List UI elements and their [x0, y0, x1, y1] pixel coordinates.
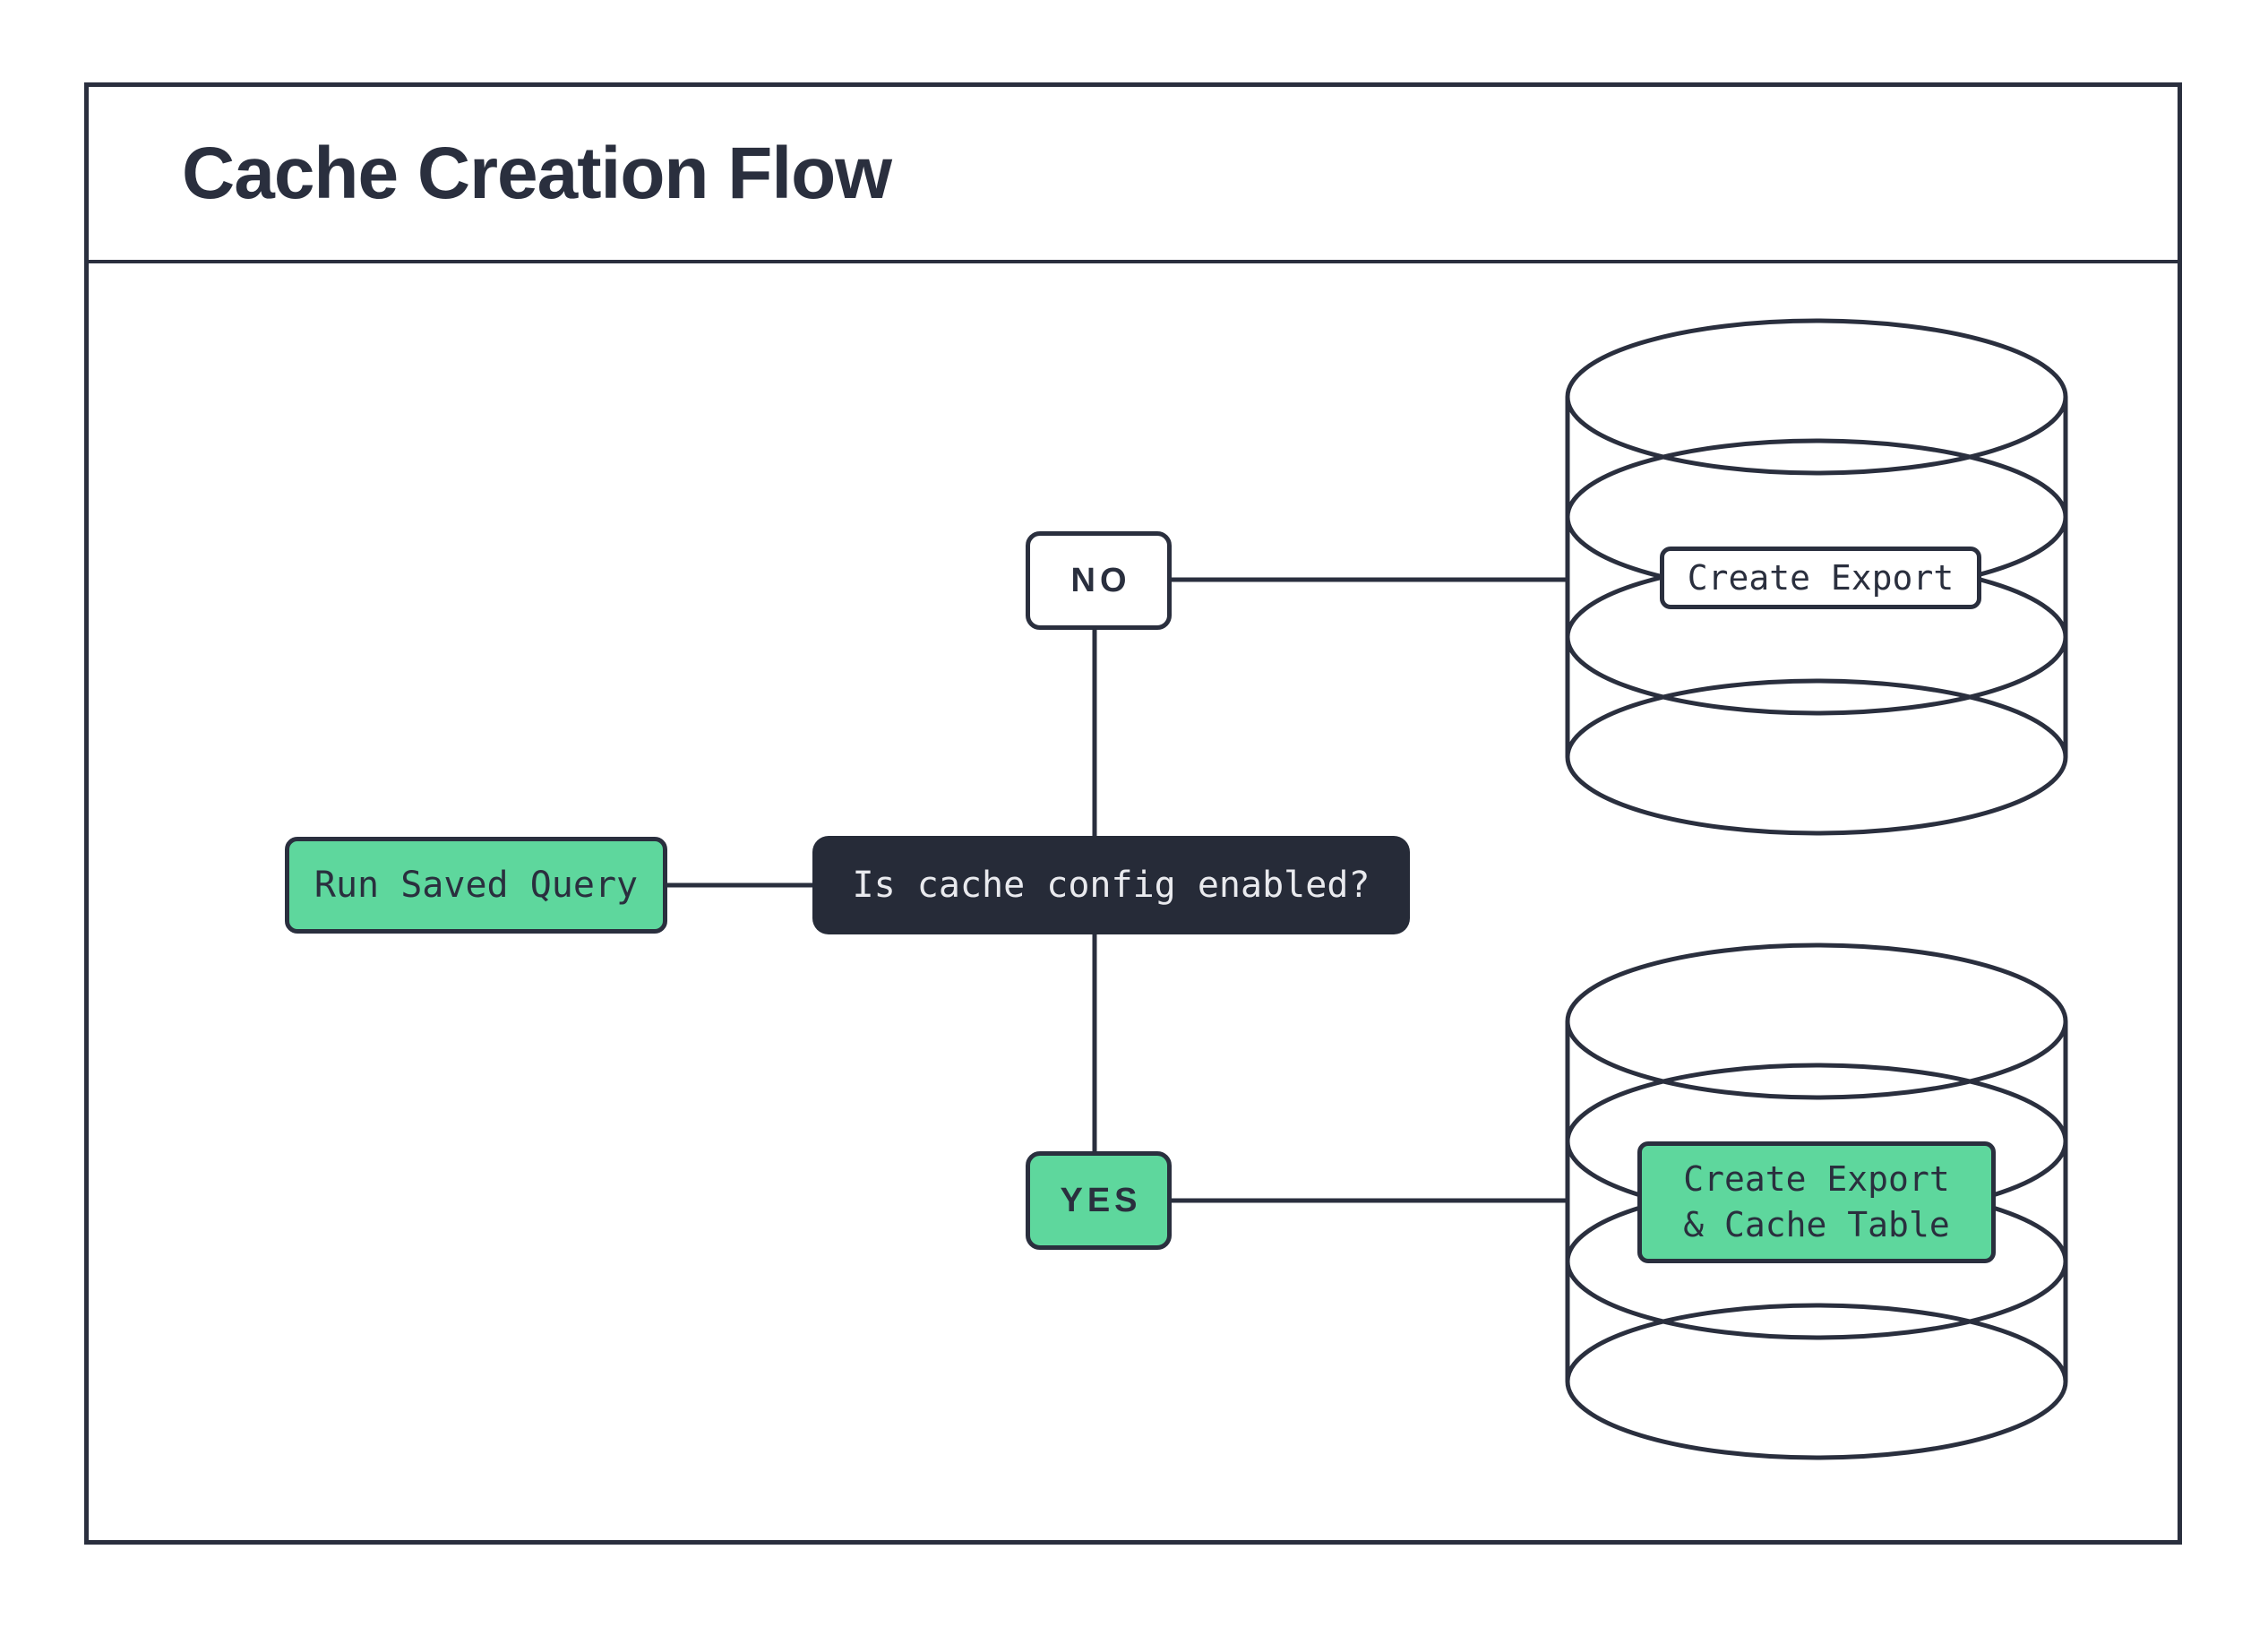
cache-label-line-2: & Cache Table	[1683, 1205, 1950, 1244]
node-create-export: Create Export	[1660, 547, 1981, 609]
node-create-export-cache-table: Create Export & Cache Table	[1637, 1141, 1996, 1263]
node-no-branch: NO	[1026, 531, 1172, 630]
diagram-frame: Cache Creation Flow	[84, 82, 2182, 1545]
node-cache-config-question: Is cache config enabled?	[812, 836, 1410, 934]
diagram-header: Cache Creation Flow	[89, 87, 2178, 263]
page-title: Cache Creation Flow	[182, 132, 892, 214]
node-run-saved-query: Run Saved Query	[285, 837, 667, 934]
node-yes-branch: YES	[1026, 1151, 1172, 1250]
cache-label-line-1: Create Export	[1683, 1158, 1950, 1199]
